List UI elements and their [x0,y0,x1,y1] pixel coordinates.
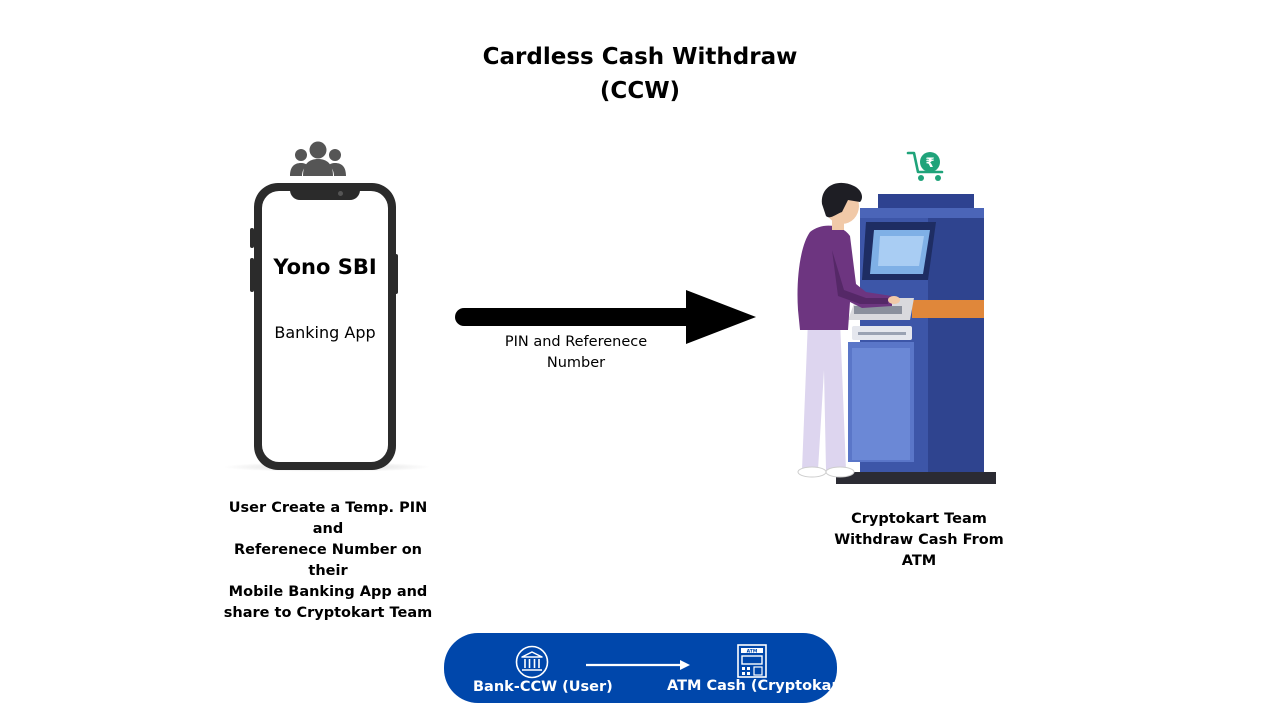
phone-side-button [250,228,254,248]
cryptokart-caption-line: ATM [901,553,937,569]
rupee-cart-icon: ₹ [906,151,944,181]
phone-notch [290,186,360,200]
arrow-label-line-1: PIN and Referenece [504,334,648,350]
phone-side-button [394,254,398,294]
cryptokart-caption-line: Withdraw Cash From [834,532,1004,548]
phone-side-button [250,258,254,292]
title-line-2: (CCW) [599,78,681,104]
flow-banner [444,633,837,703]
atm-machine [836,194,996,484]
user-caption-line: Referenece Number on their [233,542,423,579]
atm-icon: ATM [737,644,767,678]
bank-ccw-label: Bank-CCW (User) [473,679,613,695]
phone-screen [262,191,388,462]
cryptokart-caption: Cryptokart Team Withdraw Cash From ATM [826,509,1012,572]
flow-arrow [455,290,756,344]
page-title: Cardless Cash Withdraw (CCW) [0,40,1280,108]
user-caption-line: User Create a Temp. PIN and [228,500,428,537]
app-subtitle: Banking App [274,323,376,342]
atm-illustration [797,182,996,484]
atm-icon-text: ATM [747,648,758,654]
app-name: Yono SBI [273,255,377,279]
person-figure [797,182,900,478]
cryptokart-caption-line: Cryptokart Team [851,511,987,527]
atm-cash-label: ATM Cash (Cryptokart) [667,678,853,694]
users-icon [290,141,346,176]
arrow-label: PIN and Referenece Number [478,332,674,374]
title-line-1: Cardless Cash Withdraw [482,44,798,70]
user-caption-line: Mobile Banking App and [228,584,428,600]
user-caption-line: share to Cryptokart Team [223,605,433,621]
banner-arrow [586,660,690,670]
phone-camera [338,191,343,196]
user-caption: User Create a Temp. PIN and Referenece N… [212,498,444,624]
arrow-label-line-2: Number [546,355,606,371]
svg-text:₹: ₹ [925,156,934,171]
bank-icon [515,645,549,679]
